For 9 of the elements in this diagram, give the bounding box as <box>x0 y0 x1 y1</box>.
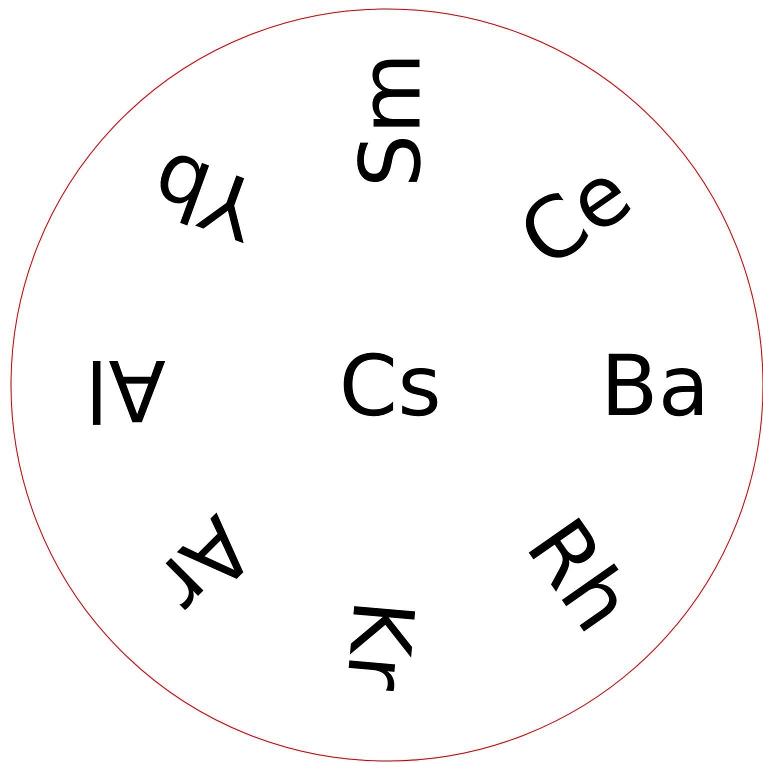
element-symbol: Al <box>84 348 166 432</box>
element-symbol: Ar <box>142 502 268 628</box>
element-symbol: Sm <box>348 52 432 188</box>
element-symbol: Kr <box>334 596 426 694</box>
element-symbol: Ba <box>600 344 710 428</box>
element-symbol: Yb <box>141 138 268 252</box>
element-symbol: Cs <box>339 344 442 428</box>
element-symbol: Ce <box>506 148 644 282</box>
element-symbol: Rh <box>513 505 646 645</box>
